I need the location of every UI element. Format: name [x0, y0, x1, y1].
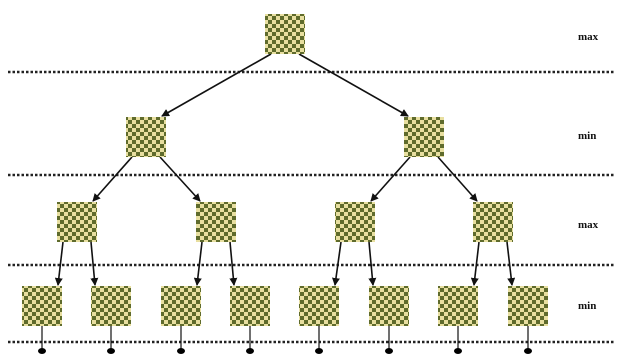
- board-node: [335, 202, 375, 242]
- leaf-dot: [177, 348, 185, 354]
- leaf-dot: [107, 348, 115, 354]
- board-node: [265, 14, 305, 54]
- tree-edge: [161, 53, 272, 117]
- level-separators: [8, 70, 614, 344]
- board-node: [473, 202, 513, 242]
- board-node: [438, 286, 478, 326]
- board-node: [299, 286, 339, 326]
- board-node: [508, 286, 548, 326]
- leaf-dot: [38, 348, 46, 354]
- board-node: [196, 202, 236, 242]
- level-label-1: min: [578, 130, 596, 142]
- tree-edge: [298, 53, 409, 117]
- tree-edge: [332, 241, 342, 286]
- board-node: [126, 117, 166, 157]
- level-label-0: max: [578, 31, 599, 43]
- tree-nodes: [22, 14, 548, 326]
- tree-edge: [159, 156, 201, 202]
- tree-edge: [54, 241, 64, 286]
- board-node: [91, 286, 131, 326]
- level-label-3: min: [578, 300, 596, 312]
- board-node: [369, 286, 409, 326]
- tree-edges: [54, 53, 516, 286]
- tree-edge: [370, 156, 411, 202]
- leaf-dot: [385, 348, 393, 354]
- tree-edge: [92, 156, 133, 202]
- tree-edge: [506, 241, 516, 286]
- leaf-dot: [246, 348, 254, 354]
- tree-edge: [368, 241, 377, 286]
- tree-edge: [229, 241, 238, 286]
- level-label-2: max: [578, 219, 599, 231]
- leaf-terminals: [38, 326, 532, 354]
- leaf-dot: [315, 348, 323, 354]
- tree-edge: [437, 156, 478, 202]
- board-node: [57, 202, 97, 242]
- tree-edge: [193, 241, 203, 286]
- board-node: [22, 286, 62, 326]
- tree-edge: [90, 241, 99, 286]
- board-node: [404, 117, 444, 157]
- leaf-dot: [524, 348, 532, 354]
- board-node: [230, 286, 270, 326]
- leaf-dot: [454, 348, 462, 354]
- tree-edge: [470, 241, 480, 286]
- board-node: [161, 286, 201, 326]
